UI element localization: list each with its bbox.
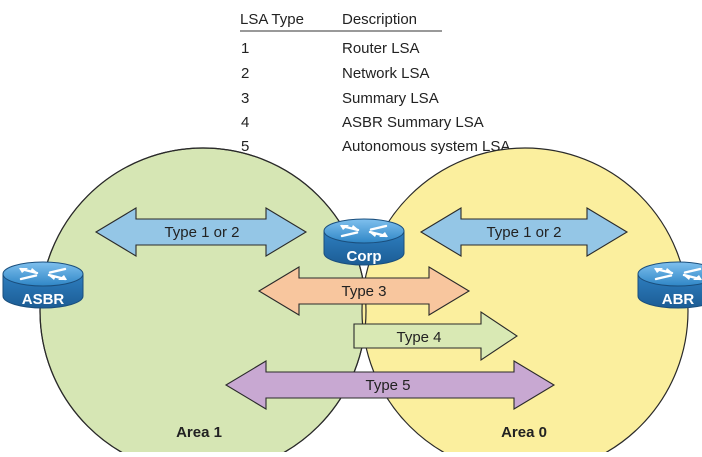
table-row-description: ASBR Summary LSA [342,114,484,131]
table-row-type: 5 [241,138,249,155]
arrow-label: Type 5 [365,377,410,394]
table-row-type: 2 [241,65,249,82]
table-row-type: 4 [241,114,249,131]
arrow-label: Type 3 [341,283,386,300]
arrow-type-4: Type 4 [353,310,518,362]
table-header-type: LSA Type [240,11,304,28]
arrow-type-1-or-2-right: Type 1 or 2 [419,207,629,257]
router-label: ASBR [22,291,65,308]
area-1-label: Area 1 [176,424,222,441]
arrow-type-5: Type 5 [224,360,556,410]
arrow-label: Type 4 [396,329,441,346]
table-row-description: Autonomous system LSA [342,138,510,155]
table-row-type: 1 [241,40,249,57]
arrow-type-3: Type 3 [257,266,471,316]
area-0-label: Area 0 [501,424,547,441]
table-row-description: Summary LSA [342,90,439,107]
table-row-description: Network LSA [342,65,430,82]
router-label: Corp [347,248,382,265]
table-row-description: Router LSA [342,40,420,57]
router-corp: Corp [322,217,406,267]
router-label: ABR [662,291,695,308]
arrow-label: Type 1 or 2 [486,224,561,241]
router-abr: ABR [636,260,702,310]
table-header-description: Description [342,11,417,28]
table-row-type: 3 [241,90,249,107]
arrow-type-1-or-2-left: Type 1 or 2 [94,207,308,257]
router-asbr: ASBR [1,260,85,310]
arrow-label: Type 1 or 2 [164,224,239,241]
area-1-outline [39,147,367,457]
lsa-type-table: LSA Type Description 1 Router LSA 2 Netw… [240,11,510,155]
